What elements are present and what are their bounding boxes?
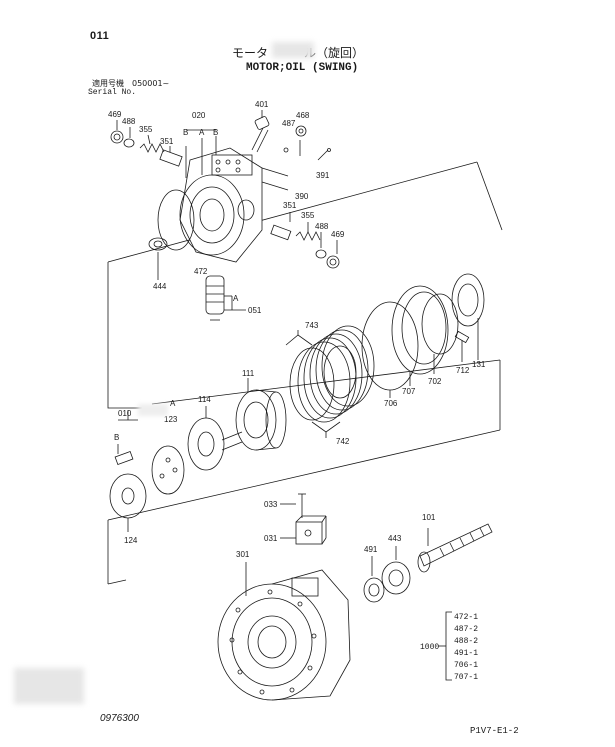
brake-housing-rings bbox=[361, 273, 485, 398]
bearing-and-check-valve bbox=[148, 237, 246, 321]
label-355a: 355 bbox=[139, 125, 153, 134]
kit-item-5: 706-1 bbox=[454, 661, 478, 670]
part-labels: 469 488 355 351 020 B A B 401 487 468 39… bbox=[108, 100, 486, 559]
redacted-area-mid bbox=[138, 404, 168, 416]
label-a3: A bbox=[170, 399, 176, 408]
kit-item-1: 472-1 bbox=[454, 613, 478, 622]
kit-item-2: 487-2 bbox=[454, 625, 478, 634]
label-101: 101 bbox=[422, 513, 436, 522]
label-488a: 488 bbox=[122, 117, 136, 126]
label-401: 401 bbox=[255, 100, 269, 109]
label-444: 444 bbox=[153, 282, 167, 291]
document-number: 0976300 bbox=[100, 713, 139, 724]
serial-applicability: 適用号機 050001~ bbox=[92, 79, 170, 88]
label-469a: 469 bbox=[108, 110, 122, 119]
label-712: 712 bbox=[456, 366, 470, 375]
label-b1: B bbox=[183, 128, 188, 137]
label-469b: 469 bbox=[331, 230, 345, 239]
label-488b: 488 bbox=[315, 222, 329, 231]
drive-shaft bbox=[363, 523, 493, 603]
friction-plates bbox=[285, 325, 375, 438]
label-491: 491 bbox=[364, 545, 378, 554]
label-114: 114 bbox=[198, 395, 211, 404]
label-031: 031 bbox=[264, 534, 278, 543]
label-707: 707 bbox=[402, 387, 416, 396]
label-010: 010 bbox=[118, 409, 132, 418]
title-english: MOTOR;OIL (SWING) bbox=[246, 62, 359, 74]
title-jp-left: モータ bbox=[232, 46, 269, 60]
label-706: 706 bbox=[384, 399, 398, 408]
redacted-area-bottom-left bbox=[14, 668, 84, 704]
cylinder-block bbox=[235, 378, 287, 451]
label-b3: B bbox=[114, 433, 119, 442]
page-number: 011 bbox=[90, 30, 110, 42]
bolt-and-plugs bbox=[251, 110, 331, 161]
label-a1: A bbox=[199, 128, 205, 137]
title-japanese: モータ ル（旋回） bbox=[232, 44, 364, 61]
swash-plate-assembly bbox=[109, 406, 243, 532]
label-742: 742 bbox=[336, 437, 350, 446]
label-020: 020 bbox=[192, 111, 206, 120]
label-702: 702 bbox=[428, 377, 442, 386]
valve-casing bbox=[157, 129, 289, 263]
label-033: 033 bbox=[264, 500, 278, 509]
label-351a: 351 bbox=[160, 137, 174, 146]
label-355b: 355 bbox=[301, 211, 315, 220]
label-b2: B bbox=[213, 128, 218, 137]
label-051: 051 bbox=[248, 306, 262, 315]
label-301: 301 bbox=[236, 550, 250, 559]
label-743: 743 bbox=[305, 321, 319, 330]
label-351b: 351 bbox=[283, 201, 297, 210]
kit-item-6: 707-1 bbox=[454, 673, 478, 682]
label-443: 443 bbox=[388, 534, 402, 543]
kit-item-4: 491-1 bbox=[454, 649, 478, 658]
label-391: 391 bbox=[316, 171, 330, 180]
kit-number: 1000 bbox=[420, 643, 439, 652]
page-code: P1V7-E1-2 bbox=[470, 726, 519, 736]
motor-casing bbox=[217, 562, 351, 701]
flange-bolt-holes bbox=[229, 589, 317, 695]
section-frame-lines bbox=[107, 161, 503, 585]
label-468: 468 bbox=[296, 111, 310, 120]
relief-valve-left bbox=[110, 120, 183, 167]
label-487: 487 bbox=[282, 119, 296, 128]
serial-number-label: Serial No. bbox=[88, 88, 137, 97]
seal-kit-list: 1000 472-1 487-2 488-2 491-1 706-1 707-1 bbox=[420, 613, 478, 682]
label-472: 472 bbox=[194, 267, 208, 276]
label-a2: A bbox=[233, 294, 239, 303]
pilot-block bbox=[280, 493, 327, 545]
relief-valve-right bbox=[270, 212, 340, 269]
label-123: 123 bbox=[164, 415, 178, 424]
label-131: 131 bbox=[472, 360, 486, 369]
title-jp-right: ル（旋回） bbox=[304, 46, 365, 60]
label-111: 111 bbox=[242, 369, 255, 378]
label-124: 124 bbox=[124, 536, 138, 545]
kit-bracket bbox=[438, 611, 452, 681]
redacted-area-title bbox=[272, 42, 314, 58]
label-390: 390 bbox=[295, 192, 309, 201]
kit-item-3: 488-2 bbox=[454, 637, 478, 646]
